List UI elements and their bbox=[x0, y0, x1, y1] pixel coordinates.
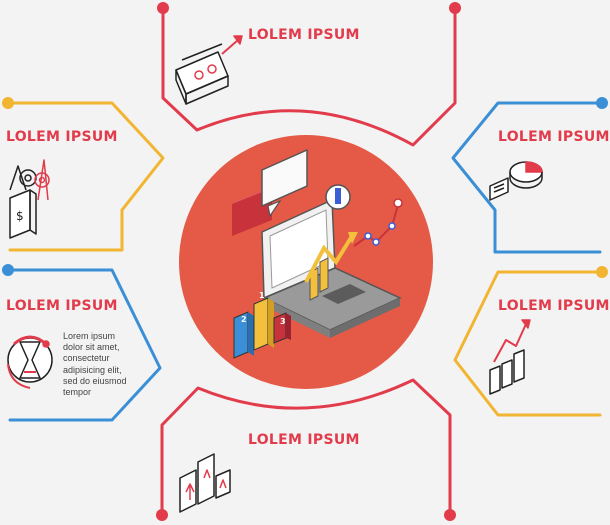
calendar-money-icon bbox=[175, 35, 243, 105]
growth-chart-icon bbox=[489, 319, 531, 395]
svg-text:$: $ bbox=[16, 209, 24, 223]
heading-right-lower: LOLEM IPSUM bbox=[498, 298, 610, 314]
heading-left-lower: LOLEM IPSUM bbox=[6, 298, 118, 314]
dollar-gears-icon: $ bbox=[9, 159, 50, 239]
podium-number-2: 2 bbox=[241, 315, 247, 324]
hourglass-icon bbox=[7, 335, 53, 389]
heading-right-upper: LOLEM IPSUM bbox=[498, 129, 610, 145]
laptop-analytics-icon bbox=[232, 148, 403, 359]
podium-number-3: 3 bbox=[280, 317, 286, 326]
left-lower-body-text: Lorem ipsum dolor sit amet, consectetur … bbox=[63, 331, 127, 398]
heading-bottom: LOLEM IPSUM bbox=[248, 432, 360, 448]
heading-top: LOLEM IPSUM bbox=[248, 27, 360, 43]
podium-icon bbox=[179, 453, 231, 513]
podium-number-1: 1 bbox=[259, 291, 265, 300]
heading-left-upper: LOLEM IPSUM bbox=[6, 129, 118, 145]
pie-chart-icon bbox=[489, 161, 543, 201]
